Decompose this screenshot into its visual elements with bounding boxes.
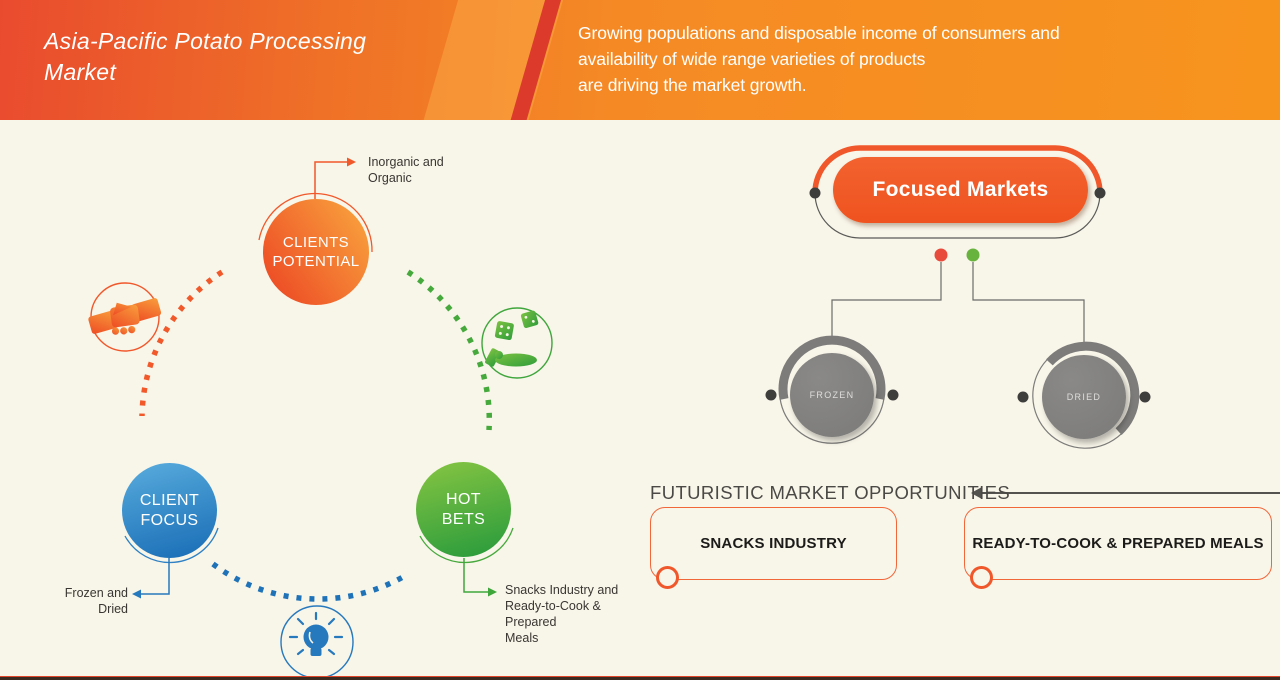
- market-node-frozen: FROZEN: [790, 353, 874, 437]
- handshake-icon: [88, 282, 162, 352]
- callout-snacks-industry: Snacks Industry and Ready-to-Cook & Prep…: [505, 583, 619, 645]
- opportunities-heading: FUTURISTIC MARKET OPPORTUNITIES: [650, 482, 1011, 503]
- node-client-focus: CLIENT FOCUS: [122, 463, 217, 558]
- arc-accent-green: [419, 527, 514, 564]
- node-clients-potential: CLIENTS POTENTIAL: [263, 199, 369, 305]
- callout-inorganic-organic: Inorganic and Organic: [368, 155, 444, 185]
- node-hot-bets: HOT BETS: [416, 462, 511, 557]
- dried-ring: [1017, 341, 1151, 449]
- dice-in-hand-icon: [481, 307, 553, 379]
- connector-client-focus: [132, 558, 170, 599]
- market-node-dried: DRIED: [1042, 355, 1126, 439]
- frozen-ring: [765, 335, 899, 444]
- box-corner-ring: [970, 566, 993, 589]
- dotted-arc-orange: [139, 269, 224, 417]
- box-corner-ring: [656, 566, 679, 589]
- branch-dot-green: [966, 248, 980, 262]
- callout-frozen-dried: Frozen and Dried: [64, 586, 128, 616]
- branch-dot-red: [934, 248, 948, 262]
- connector-clients-potential: [314, 157, 356, 199]
- page-title: Asia-Pacific Potato Processing Market: [44, 28, 367, 85]
- opportunity-box-snacks: SNACKS INDUSTRY: [650, 507, 897, 580]
- header-subtitle: Growing populations and disposable incom…: [578, 23, 1060, 95]
- connector-hot-bets: [463, 558, 497, 597]
- branch-line-frozen: [831, 262, 942, 340]
- bottom-border: [0, 675, 1280, 680]
- arc-accent-orange: [258, 192, 373, 253]
- opportunities-arrow: [971, 487, 1280, 499]
- focused-markets-pill: Focused Markets: [833, 157, 1088, 223]
- arc-accent-blue: [124, 527, 219, 564]
- lightbulb-icon: [280, 605, 354, 679]
- branch-line-dried: [972, 262, 1085, 342]
- opportunity-box-ready-to-cook: READY-TO-COOK & PREPARED MEALS: [964, 507, 1272, 580]
- dotted-arc-blue: [211, 561, 405, 602]
- header-banner: Asia-Pacific Potato Processing Market Gr…: [0, 0, 1280, 120]
- dotted-arc-green: [406, 269, 493, 431]
- focused-markets-frame: [809, 145, 1106, 239]
